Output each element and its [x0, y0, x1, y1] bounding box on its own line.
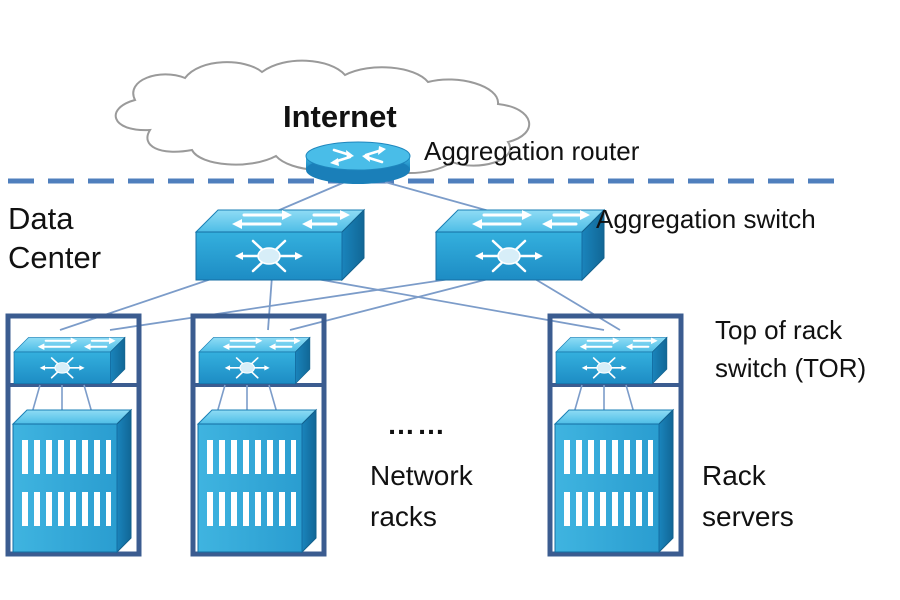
- rack-server-icon: [554, 409, 674, 553]
- tor-switch-icon: [198, 336, 311, 385]
- aggregation-switch-label: Aggregation switch: [596, 204, 816, 234]
- internet-cloud-icon: [114, 59, 530, 174]
- network-rack-3: [547, 313, 684, 557]
- tor-switch-icon: [13, 336, 126, 385]
- rack-frame: [190, 313, 327, 557]
- aggregation-switch-left-icon: [194, 208, 366, 282]
- rack-server-icon: [197, 409, 317, 553]
- rack-server-icon: [12, 409, 132, 553]
- top-of-rack-switch-label: Top of rack switch (TOR): [715, 315, 867, 383]
- aggregation-to-tor-links: [59, 275, 621, 331]
- rack-frame: [547, 313, 684, 557]
- aggregation-router-label: Aggregation router: [424, 136, 640, 166]
- data-center-label: Data Center: [8, 201, 102, 275]
- network-rack-1: [5, 313, 142, 557]
- more-racks-ellipsis: ……: [387, 409, 447, 440]
- router-icon: [305, 141, 411, 184]
- network-rack-2: [190, 313, 327, 557]
- internet-label: Internet: [283, 99, 397, 134]
- rack-servers-label: Rack servers: [702, 460, 794, 532]
- tor-switch-icon: [555, 336, 668, 385]
- router-uplinks: [269, 181, 501, 215]
- network-racks-label: Network racks: [370, 460, 473, 532]
- aggregation-switch-right-icon: [434, 208, 606, 282]
- rack-frame: [5, 313, 142, 557]
